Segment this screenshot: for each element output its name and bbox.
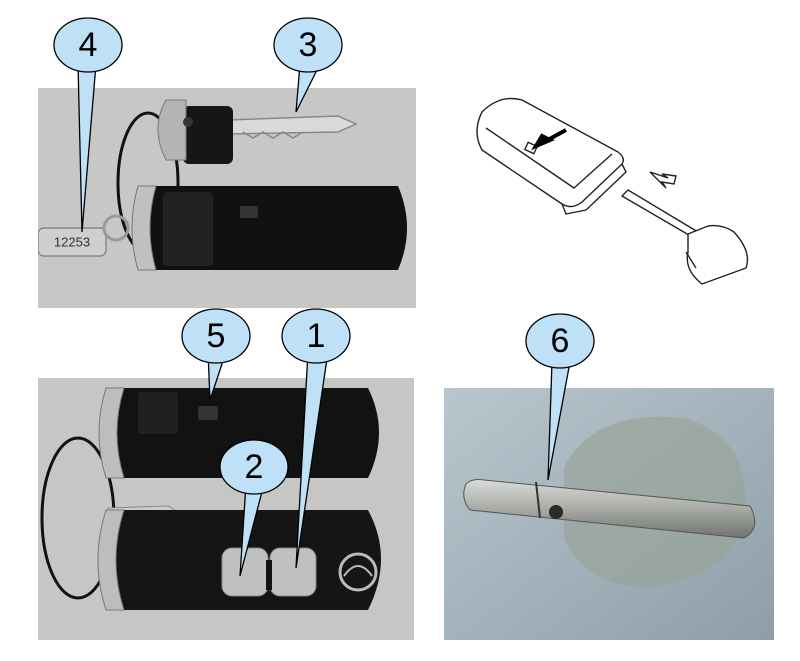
key-tag-number: 12253 — [54, 235, 90, 250]
callout-label-3: 3 — [299, 26, 318, 64]
request-switch-icon — [549, 505, 563, 519]
smart-key-fob-back — [131, 185, 408, 271]
key-number-tag: 12253 — [38, 214, 130, 257]
key-release-knob — [198, 406, 218, 420]
photo-fob-buttons — [38, 378, 414, 640]
mechanical-key — [157, 99, 358, 164]
callout-label-5: 5 — [207, 317, 226, 355]
brand-logo-icon — [338, 552, 378, 592]
smart-key-fob-lower — [97, 509, 381, 611]
unlock-button — [269, 547, 317, 597]
photo-door-handle — [444, 388, 774, 640]
diagram-key-release — [462, 92, 772, 292]
photo-fob-with-keys: 12253 — [38, 88, 416, 308]
lock-button — [221, 547, 269, 597]
callout-label-6: 6 — [551, 322, 570, 360]
callout-label-4: 4 — [79, 26, 98, 64]
callout-label-1: 1 — [307, 317, 326, 355]
smart-key-fob-upper — [98, 387, 379, 479]
